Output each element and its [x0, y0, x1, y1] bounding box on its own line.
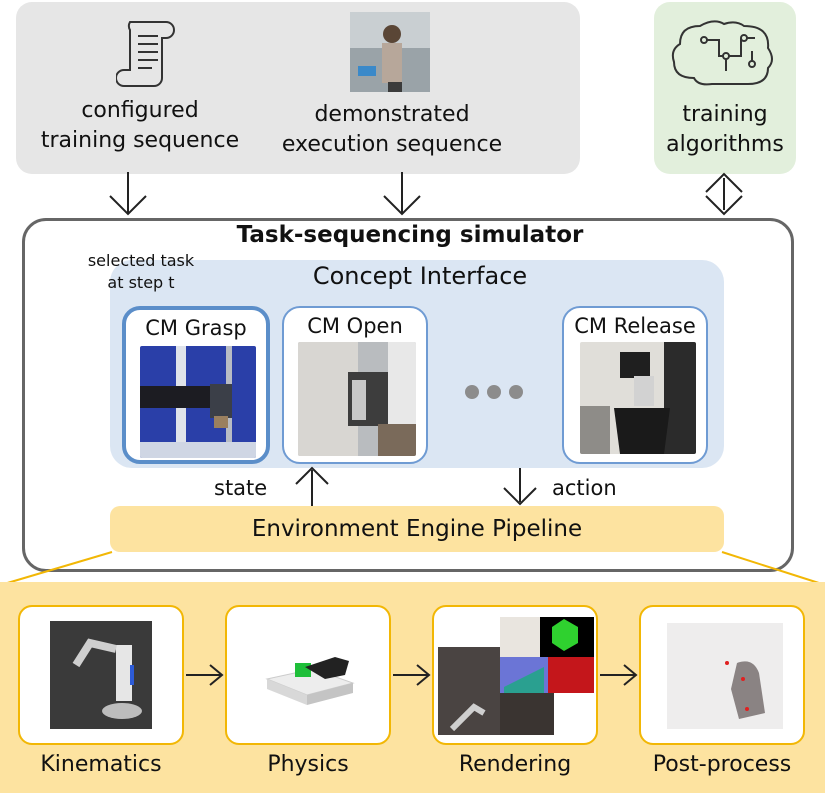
cm-release-label: CM Release: [574, 314, 696, 338]
physics-stage: [225, 605, 391, 745]
physics-label: Physics: [267, 752, 349, 777]
inputs-panel: [16, 2, 580, 174]
scroll-icon: [116, 21, 175, 87]
cm-open-card[interactable]: CM Open: [282, 306, 428, 464]
cm-open-label: CM Open: [307, 314, 403, 338]
brain-circuit-icon: [671, 20, 773, 86]
state-label: state: [214, 476, 268, 500]
post-process-stage: [639, 605, 805, 745]
simulator-title: Task-sequencing simulator: [236, 222, 584, 248]
kinematics-stage: [18, 605, 184, 745]
training-caption: training algorithms: [666, 102, 784, 157]
physics-image: [265, 657, 355, 705]
cm-grasp-card[interactable]: CM Grasp: [122, 306, 270, 464]
kinematics-image: [50, 621, 152, 729]
pipeline-connectors: [3, 551, 823, 585]
input-arrows: [109, 172, 743, 216]
demonstrated-caption: demonstrated execution sequence: [281, 102, 503, 157]
cm-release-card[interactable]: CM Release: [562, 306, 708, 464]
post-process-image: [667, 623, 783, 729]
configured-caption: configured training sequence: [40, 98, 240, 153]
open-photo: [298, 342, 416, 456]
concept-interface-title: Concept Interface: [312, 262, 528, 290]
state-action-arrows: [295, 466, 537, 506]
demonstrator-photo: [350, 12, 430, 92]
rendering-image: [438, 617, 594, 735]
release-photo: [580, 342, 696, 454]
pipeline-arrows: [186, 664, 638, 686]
ellipsis-icon: [465, 385, 523, 399]
kinematics-label: Kinematics: [40, 752, 162, 777]
rendering-label: Rendering: [458, 752, 572, 777]
rendering-stage: [432, 605, 598, 745]
training-panel: [654, 2, 796, 174]
action-label: action: [552, 476, 617, 500]
post-process-label: Post-process: [652, 752, 792, 777]
grasp-photo: [140, 346, 256, 458]
environment-engine-pipeline: Environment Engine Pipeline: [110, 506, 724, 552]
selected-task-note: selected task at step t: [87, 251, 195, 292]
cm-grasp-label: CM Grasp: [145, 316, 247, 340]
